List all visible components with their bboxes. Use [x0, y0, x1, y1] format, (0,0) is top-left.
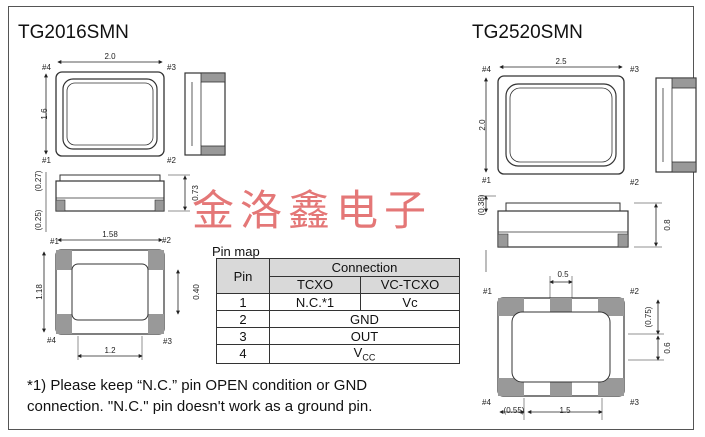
right-part-title: TG2520SMN — [472, 22, 583, 43]
right-top-pin4: #4 — [482, 65, 491, 74]
left-pad-gap-dim: 0.40 — [192, 284, 201, 300]
left-top-pin1: #1 — [42, 156, 51, 165]
left-side-view — [184, 72, 226, 156]
left-pad-pin2: #2 — [162, 236, 171, 245]
right-width-dim: 2.5 — [555, 57, 567, 66]
left-pad-view: 1.58 1.18 0.40 1.2 #1 #2 #4 #3 — [35, 230, 201, 360]
right-top-pin3: #3 — [630, 65, 639, 74]
left-pad-pitch-dim: 1.2 — [104, 346, 116, 355]
right-side-top-dim: (0.38) — [477, 194, 486, 215]
left-side-top-dim: (0.27) — [34, 170, 43, 191]
left-pad-width-dim: 1.58 — [102, 230, 118, 239]
right-pad-pitch-top-dim: 0.5 — [557, 270, 569, 279]
vcc-main: V — [353, 345, 363, 360]
right-side-view — [655, 77, 697, 173]
left-width-dim: 2.0 — [104, 52, 116, 61]
pin-number: 1 — [216, 293, 270, 311]
right-height-dim: 2.0 — [478, 119, 487, 131]
right-pad-height-dim: (0.75) — [644, 306, 653, 327]
table-row: 3 OUT — [216, 327, 460, 345]
right-pad-pin1: #1 — [483, 287, 492, 296]
right-side-total-dim: 0.8 — [663, 219, 672, 231]
left-front-view: 0.73 (0.27) (0.25) — [34, 170, 200, 232]
shared-connection: VCC — [269, 344, 460, 364]
table-row: 2 GND — [216, 310, 460, 328]
vctcxo-connection: Vc — [360, 293, 460, 311]
left-pad-height-dim: 1.18 — [35, 284, 44, 300]
right-top-pin2: #2 — [630, 178, 639, 187]
vcc-subscript: CC — [362, 352, 376, 363]
pin-number: 3 — [216, 327, 270, 345]
left-top-pin3: #3 — [167, 63, 176, 72]
right-top-pin1: #1 — [482, 176, 491, 185]
table-row: 1 N.C.*1 Vc — [216, 293, 460, 311]
note-line-2: connection. "N.C." pin doesn't work as a… — [27, 398, 373, 415]
right-pad-pin2: #2 — [630, 287, 639, 296]
watermark: 金洛鑫电子 — [192, 186, 433, 235]
pin-number: 4 — [216, 344, 270, 364]
left-top-view: 2.0 1.6 #4 #3 #1 #2 — [40, 52, 176, 165]
right-pad-left-dim: (0.55) — [504, 406, 525, 415]
table-row: 4 VCC — [216, 344, 460, 364]
col-vctcxo-header: VC-TCXO — [360, 275, 460, 294]
right-front-view: 0.8 (0.38) — [477, 194, 672, 272]
left-pad-pin1: #1 — [50, 237, 59, 246]
shared-connection: OUT — [269, 327, 460, 345]
col-connection-header: Connection — [269, 258, 460, 277]
pin-map-table: Pin Connection TCXO VC-TCXO 1 N.C.*1 Vc … — [216, 258, 460, 364]
col-pin-header: Pin — [216, 258, 270, 294]
left-top-pin2: #2 — [167, 156, 176, 165]
left-pad-pin4: #4 — [47, 336, 56, 345]
left-side-total-dim: 0.73 — [191, 185, 200, 201]
right-top-view: 2.5 2.0 #4 #3 #1 #2 — [478, 57, 639, 187]
right-pad-gap-dim: 0.6 — [663, 342, 672, 354]
col-tcxo-header: TCXO — [269, 275, 361, 294]
shared-connection: GND — [269, 310, 460, 328]
right-pad-pin4: #4 — [482, 398, 491, 407]
diagram-frame — [8, 6, 694, 430]
right-pad-pitch-dim: 1.5 — [559, 406, 571, 415]
left-part-title: TG2016SMN — [18, 22, 129, 43]
left-pad-pin3: #3 — [163, 337, 172, 346]
pin-map-label: Pin map — [212, 244, 260, 259]
tcxo-connection: N.C.*1 — [269, 293, 361, 311]
note-line-1: *1) Please keep “N.C.” pin OPEN conditio… — [27, 377, 368, 394]
left-top-pin4: #4 — [42, 63, 51, 72]
right-pad-pin3: #3 — [630, 398, 639, 407]
pin-number: 2 — [216, 310, 270, 328]
right-pad-view: 0.5 (0.75) 0.6 (0.55) 1.5 #1 #2 #4 #3 — [482, 270, 672, 420]
left-height-dim: 1.6 — [40, 108, 49, 120]
left-side-bottom-dim: (0.25) — [34, 209, 43, 230]
